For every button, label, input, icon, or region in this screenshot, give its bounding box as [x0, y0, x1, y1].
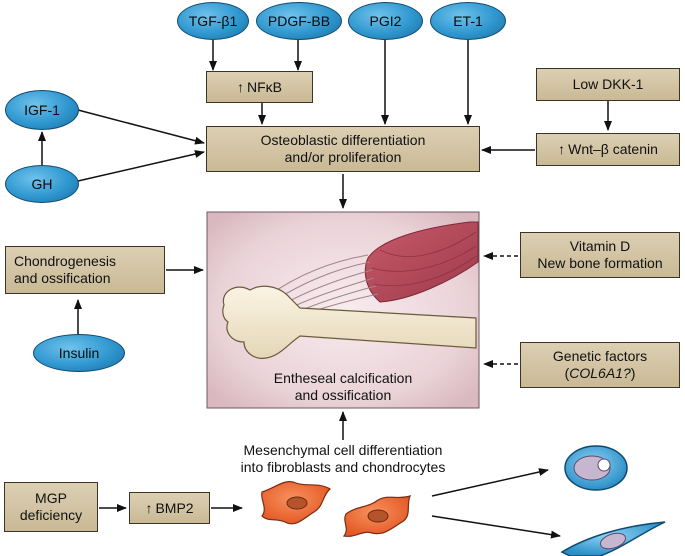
nfkb-box: ↑NFκB [206, 71, 313, 103]
bone-illustration [222, 285, 477, 359]
up-arrow-icon: ↑ [237, 78, 244, 95]
osteoblastic-line1: Osteoblastic differentiation [260, 132, 426, 148]
mesenchymal-cell-1-nucleus [286, 496, 308, 510]
mesenchymal-line1: Mesenchymal cell differentiation [243, 442, 443, 458]
osteoblastic-box: Osteoblastic differentiation and/or prol… [206, 126, 480, 172]
tgf-beta1-oval: TGF-β1 [177, 2, 249, 40]
genetic-factors-box: Genetic factors (COL6A1?) [520, 342, 680, 388]
mgp-line1: MGP [35, 490, 67, 506]
insulin-oval: Insulin [33, 334, 125, 372]
mesenchymal-caption: Mesenchymal cell differentiation into fi… [190, 442, 496, 476]
pgi2-oval: PGI2 [348, 2, 423, 40]
bmp2-label: BMP2 [155, 499, 194, 516]
gh-oval: GH [5, 165, 79, 203]
arrow-cells-chondrocyte [431, 468, 549, 497]
up-arrow-icon: ↑ [145, 499, 153, 516]
arrow-cells-fibroblast [431, 515, 561, 539]
arrows [38, 40, 612, 539]
entheseal-line2: and ossification [294, 387, 392, 403]
wnt-label: Wnt–β catenin [568, 141, 658, 157]
mgp-deficiency-box: MGP deficiency [4, 482, 98, 532]
osteoblastic-line2: and/or proliferation [284, 149, 402, 165]
col6a1-gene: COL6A1? [569, 365, 631, 381]
arrow-gh-osteo [77, 150, 205, 182]
up-arrow-icon: ↑ [558, 141, 566, 157]
chondrogenesis-line1: Chondrogenesis [14, 253, 116, 269]
vitamin-d-line1: Vitamin D [569, 238, 631, 254]
mesenchymal-line2: into fibroblasts and chondrocytes [240, 459, 446, 475]
vitamin-d-line2: New bone formation [537, 255, 663, 271]
genetic-line1: Genetic factors [552, 348, 648, 364]
vitamin-d-box: Vitamin D New bone formation [520, 232, 680, 278]
pdgf-bb-oval: PDGF-BB [256, 2, 342, 40]
entheseal-caption: Entheseal calcification and ossification [207, 370, 479, 404]
genetic-line2: (COL6A1?) [564, 365, 636, 381]
mgp-line2: deficiency [19, 507, 83, 523]
low-dkk1-box: Low DKK-1 [536, 68, 680, 101]
fibroblast-cell [560, 521, 666, 556]
chondrogenesis-line2: and ossification [14, 270, 111, 286]
chondrocyte-cell [564, 445, 628, 491]
dashed-arrows [483, 252, 518, 368]
mesenchymal-cells [261, 481, 412, 537]
chondrogenesis-box: Chondrogenesis and ossification [5, 246, 165, 294]
wnt-box: ↑Wnt–β catenin [536, 133, 680, 166]
arrow-igf1-osteo [77, 109, 205, 145]
et1-oval: ET-1 [430, 2, 506, 40]
nfkb-label: NFκB [247, 78, 282, 95]
bmp2-box: ↑BMP2 [129, 492, 210, 524]
igf1-oval: IGF-1 [5, 90, 79, 130]
mesenchymal-cell-2-nucleus [367, 509, 389, 523]
entheseal-line1: Entheseal calcification [273, 370, 413, 386]
